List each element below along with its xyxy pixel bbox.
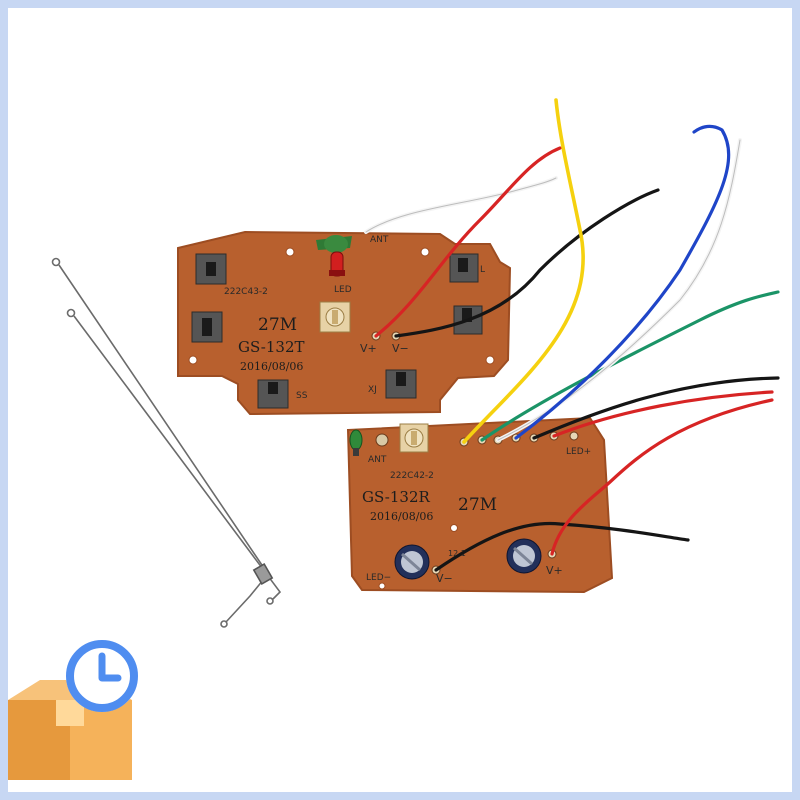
tx-trimmer: [319, 301, 351, 333]
rx-vminus-label: V−: [436, 572, 453, 585]
delivery-badge: [8, 640, 138, 780]
antenna-wires: [51, 257, 282, 628]
rx-12-label: 12 1: [448, 549, 466, 558]
tx-button-ss: [257, 379, 289, 409]
tx-vplus-label: V+: [360, 342, 377, 355]
rx-vplus-label: V+: [546, 564, 563, 577]
wire-white-tx: [364, 176, 558, 234]
rx-green-led: [349, 429, 363, 456]
rx-part-code: 222C42-2: [390, 471, 434, 481]
tx-button-1: [195, 253, 227, 285]
rx-model: GS-132R: [362, 488, 431, 506]
tx-button-4: [453, 305, 483, 335]
wire-black-bottom: [434, 521, 690, 572]
tx-ant-label: ANT: [370, 235, 389, 245]
wire-black-tx: [394, 188, 660, 338]
wires: [364, 98, 780, 572]
wire-red-rx: [552, 390, 774, 438]
tx-red-led: [316, 235, 352, 277]
tx-freq: 27M: [258, 315, 297, 335]
rx-freq: 27M: [458, 495, 497, 515]
rx-led-minus-label: LED−: [366, 573, 391, 583]
tx-xj-label: XJ: [368, 385, 377, 395]
rx-trimmer: [399, 423, 429, 453]
wire-green: [480, 290, 780, 442]
receiver-board: ANT 222C42-2 GS-132R 27M 2016/08/06 LED+…: [346, 416, 614, 594]
clock-icon: [66, 640, 138, 712]
tx-model: GS-132T: [238, 338, 305, 356]
rx-capacitor-2: [506, 538, 542, 574]
wire-black-rx: [532, 376, 780, 440]
tx-button-xj: [385, 369, 417, 399]
tx-button-2: [191, 311, 223, 343]
tx-vminus-label: V−: [392, 342, 409, 355]
wire-white-tx-outline: [365, 177, 557, 233]
wire-yellow: [462, 98, 585, 444]
rx-date: 2016/08/06: [370, 510, 433, 523]
tx-ss-label: SS: [296, 391, 308, 401]
transmitter-board: 222C43-2 27M GS-132T 2016/08/06 ANT LED …: [177, 230, 512, 416]
tx-part-code: 222C43-2: [224, 287, 268, 297]
tx-led-label: LED: [334, 285, 352, 295]
rx-led-plus-label: LED+: [566, 447, 591, 457]
rx-capacitor-1: [394, 544, 430, 580]
wire-red-bottom: [550, 398, 774, 556]
tx-date: 2016/08/06: [240, 360, 303, 373]
tx-l-label: L: [480, 265, 485, 275]
rx-ant-label: ANT: [368, 455, 387, 465]
wire-blue: [514, 124, 731, 440]
wire-red-tx: [374, 146, 562, 338]
tx-button-3: [449, 253, 479, 283]
